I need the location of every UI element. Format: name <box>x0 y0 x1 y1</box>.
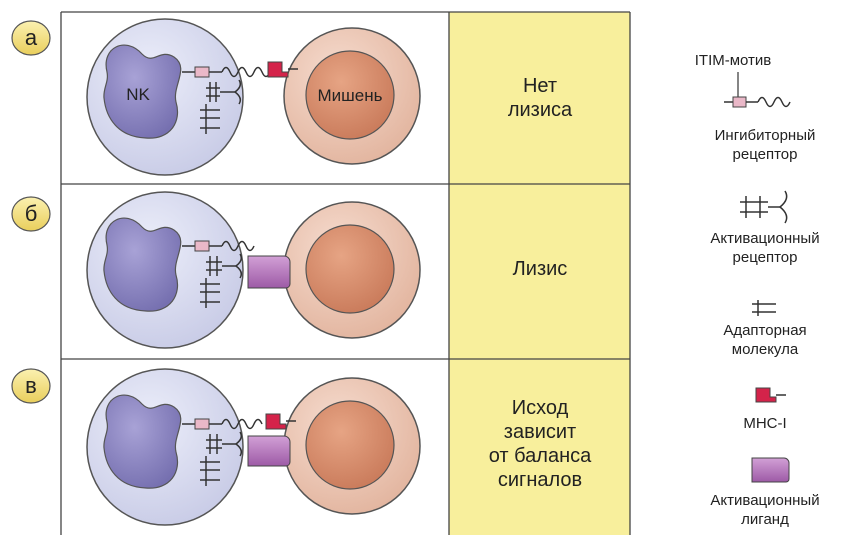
legend-adapter-line-2: молекула <box>732 341 799 358</box>
activating-ligand <box>248 436 290 466</box>
legend-activating-receptor-line-2: рецептор <box>733 249 798 266</box>
nk-cell <box>87 369 243 525</box>
target-cell <box>284 378 420 514</box>
legend-adapter-icon <box>752 300 776 316</box>
outcome-line-2: лизиса <box>508 99 573 121</box>
legend-inhibitory-receptor-icon <box>724 72 790 107</box>
outcome-line-1: Исход <box>512 397 569 419</box>
legend-mhc-icon <box>756 388 786 402</box>
legend-ligand-line-2: лиганд <box>741 511 789 528</box>
letter-badge-c: в <box>12 369 50 403</box>
legend-mhc-label: MHC-I <box>743 415 786 432</box>
nk-label: NK <box>126 85 150 104</box>
letter-badge-a: а <box>12 21 50 55</box>
nk-nucleus <box>104 218 181 311</box>
nk-cell: NK <box>87 19 243 175</box>
outcome-line-1: Нет <box>523 75 557 97</box>
legend-ligand-icon <box>752 458 789 482</box>
legend-inhibitory-line-1: Ингибиторный <box>715 127 816 144</box>
legend-itim-label: ITIM-мотив <box>695 52 772 69</box>
nk-nucleus <box>104 395 181 488</box>
legend-ligand-line-1: Активационный <box>710 492 819 509</box>
letter-badge-b: б <box>12 197 50 231</box>
panel-letter: в <box>25 373 37 398</box>
target-cell <box>284 202 420 338</box>
legend: ITIM-мотив Ингибиторный рецептор Активац… <box>695 52 820 528</box>
panel-letter: а <box>25 25 38 50</box>
activating-ligand <box>248 256 290 288</box>
legend-activating-receptor-line-1: Активационный <box>710 230 819 247</box>
outcome-line-2: зависит <box>504 421 576 443</box>
target-label: Мишень <box>318 86 383 105</box>
outcome-line-4: сигналов <box>498 469 582 491</box>
legend-activating-receptor-icon <box>740 191 787 223</box>
outcome-line-1: Лизис <box>513 258 568 280</box>
target-cell: Мишень <box>284 28 420 164</box>
legend-adapter-line-1: Адапторная <box>723 322 806 339</box>
panel-letter: б <box>25 201 38 226</box>
outcome-line-3: от баланса <box>489 445 592 467</box>
legend-inhibitory-line-2: рецептор <box>733 146 798 163</box>
